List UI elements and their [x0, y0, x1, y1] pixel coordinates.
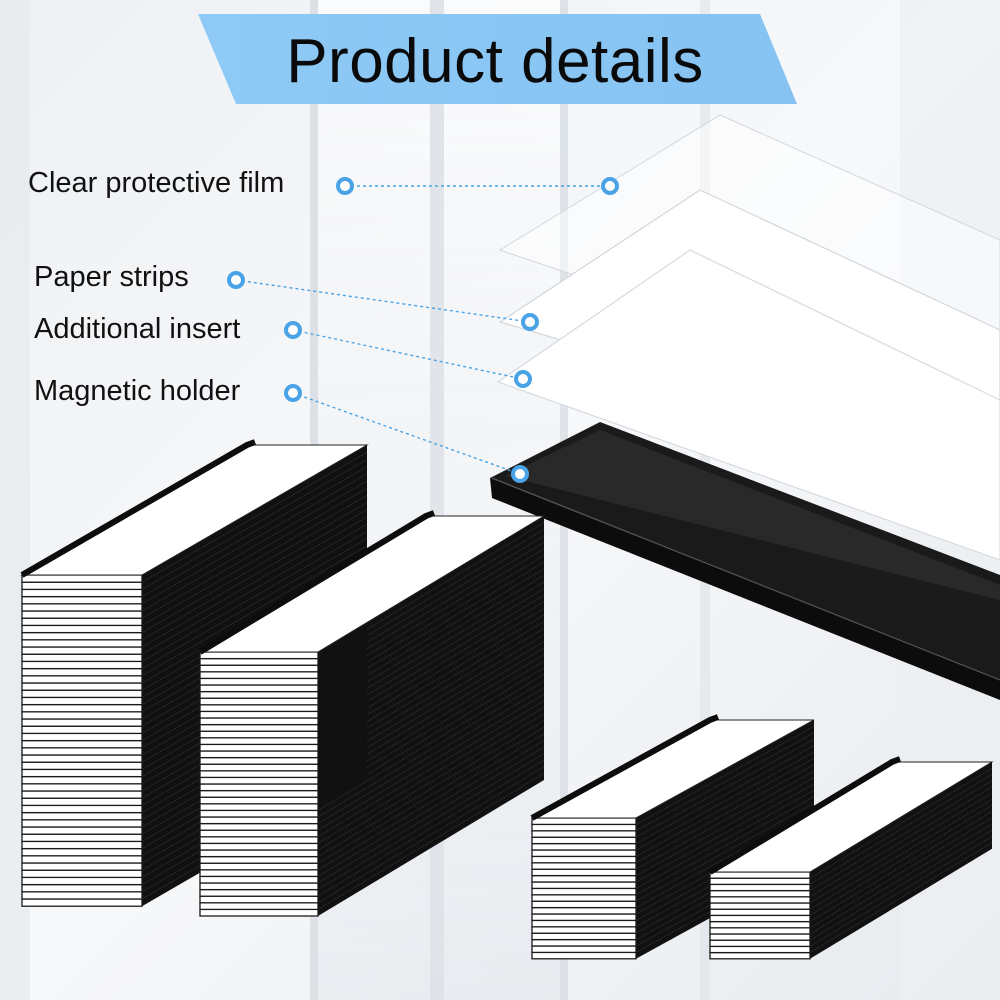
- additional-insert: [496, 249, 1000, 561]
- callout-dot-paper-end: [521, 313, 539, 331]
- callout-dot-holder-start: [284, 384, 302, 402]
- card-stack-2: [198, 510, 546, 917]
- callout-dot-insert-start: [284, 321, 302, 339]
- callout-dot-holder-end: [511, 465, 529, 483]
- callout-dot-paper-start: [227, 271, 245, 289]
- callout-dot-insert-end: [514, 370, 532, 388]
- callout-dot-film-end: [601, 177, 619, 195]
- card-stack-4: [708, 756, 994, 960]
- callout-dot-film-start: [336, 177, 354, 195]
- callout-label-paper: Paper strips: [34, 261, 189, 293]
- product-details-title: Product details: [286, 27, 704, 96]
- title-banner: [198, 14, 797, 104]
- callout-label-insert: Additional insert: [34, 313, 241, 345]
- callout-lines: [235, 185, 610, 475]
- card-stacks: [20, 439, 994, 960]
- magnetic-holder: [490, 422, 1000, 700]
- callout-label-film: Clear protective film: [28, 167, 285, 199]
- callout-dots: [227, 177, 619, 483]
- callout-label-holder: Magnetic holder: [34, 375, 241, 407]
